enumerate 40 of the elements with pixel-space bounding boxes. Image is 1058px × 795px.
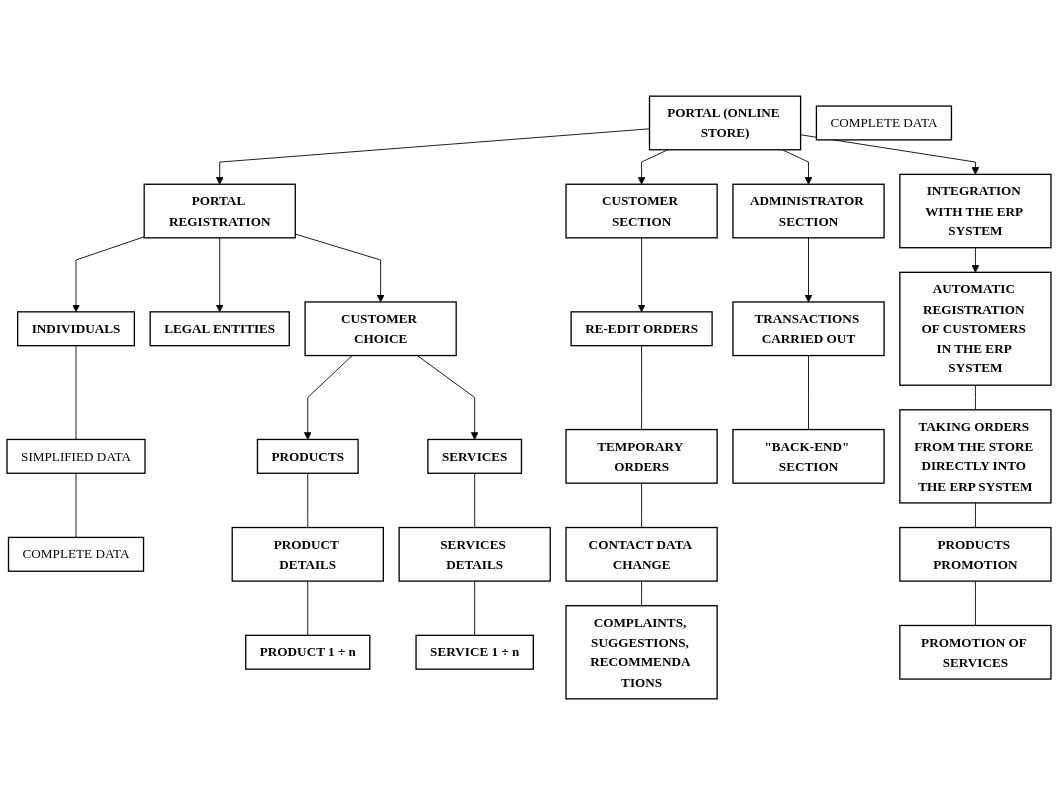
node-box: COMPLAINTS, SUGGESTIONS, RECOMMENDA TIONS	[565, 605, 718, 700]
node-box: INTEGRATION WITH THE ERP SYSTEM	[899, 173, 1052, 249]
node-box: PORTAL REGISTRATION	[143, 183, 296, 239]
node-box: ADMINISTRATOR SECTION	[732, 183, 885, 239]
connector	[75, 472, 77, 538]
node-box: SERVICES DETAILS	[398, 526, 551, 582]
node-box: SIMPLIFIED DATA	[6, 438, 146, 474]
node-box: SERVICES	[427, 438, 523, 474]
node-box: TRANSACTIONS CARRIED OUT	[732, 301, 885, 357]
connector	[307, 580, 309, 636]
node-box: RE-EDIT ORDERS	[570, 311, 713, 347]
node-box: PROMOTION OF SERVICES	[899, 624, 1052, 680]
connector	[75, 345, 77, 440]
node-box: PRODUCTS	[256, 438, 359, 474]
node-box: TEMPORARY ORDERS	[565, 428, 718, 484]
connector	[974, 384, 976, 411]
node-box: SERVICE 1 ÷ n	[415, 634, 534, 670]
node-box: COMPLETE DATA	[7, 536, 145, 572]
connector	[474, 580, 476, 636]
connector	[974, 580, 976, 626]
connector	[808, 355, 809, 430]
connector	[974, 502, 976, 528]
node-box: CUSTOMER CHOICE	[304, 301, 457, 357]
node-box: PRODUCT DETAILS	[231, 526, 384, 582]
connector	[641, 345, 643, 430]
connector	[474, 472, 476, 528]
node-box: TAKING ORDERS FROM THE STORE DIRECTLY INTO THE ERP SYSTEM	[899, 409, 1052, 504]
node-box: AUTOMATIC REGISTRATION OF CUSTOMERS IN THE ERP SYSTEM	[899, 271, 1052, 386]
node-box: COMPLETE DATA	[815, 105, 953, 141]
node-box: PRODUCT 1 ÷ n	[245, 634, 371, 670]
connector	[307, 472, 309, 528]
node-box: CONTACT DATA CHANGE	[565, 526, 718, 582]
connector	[641, 482, 643, 528]
node-box: CUSTOMER SECTION	[565, 183, 718, 239]
node-box: PORTAL (ONLINE STORE)	[648, 95, 802, 151]
node-box: LEGAL ENTITIES	[149, 311, 290, 347]
connector	[641, 580, 643, 607]
node-box: PRODUCTS PROMOTION	[899, 526, 1052, 582]
node-box: "BACK-END" SECTION	[732, 428, 885, 484]
node-box: INDIVIDUALS	[17, 311, 136, 347]
